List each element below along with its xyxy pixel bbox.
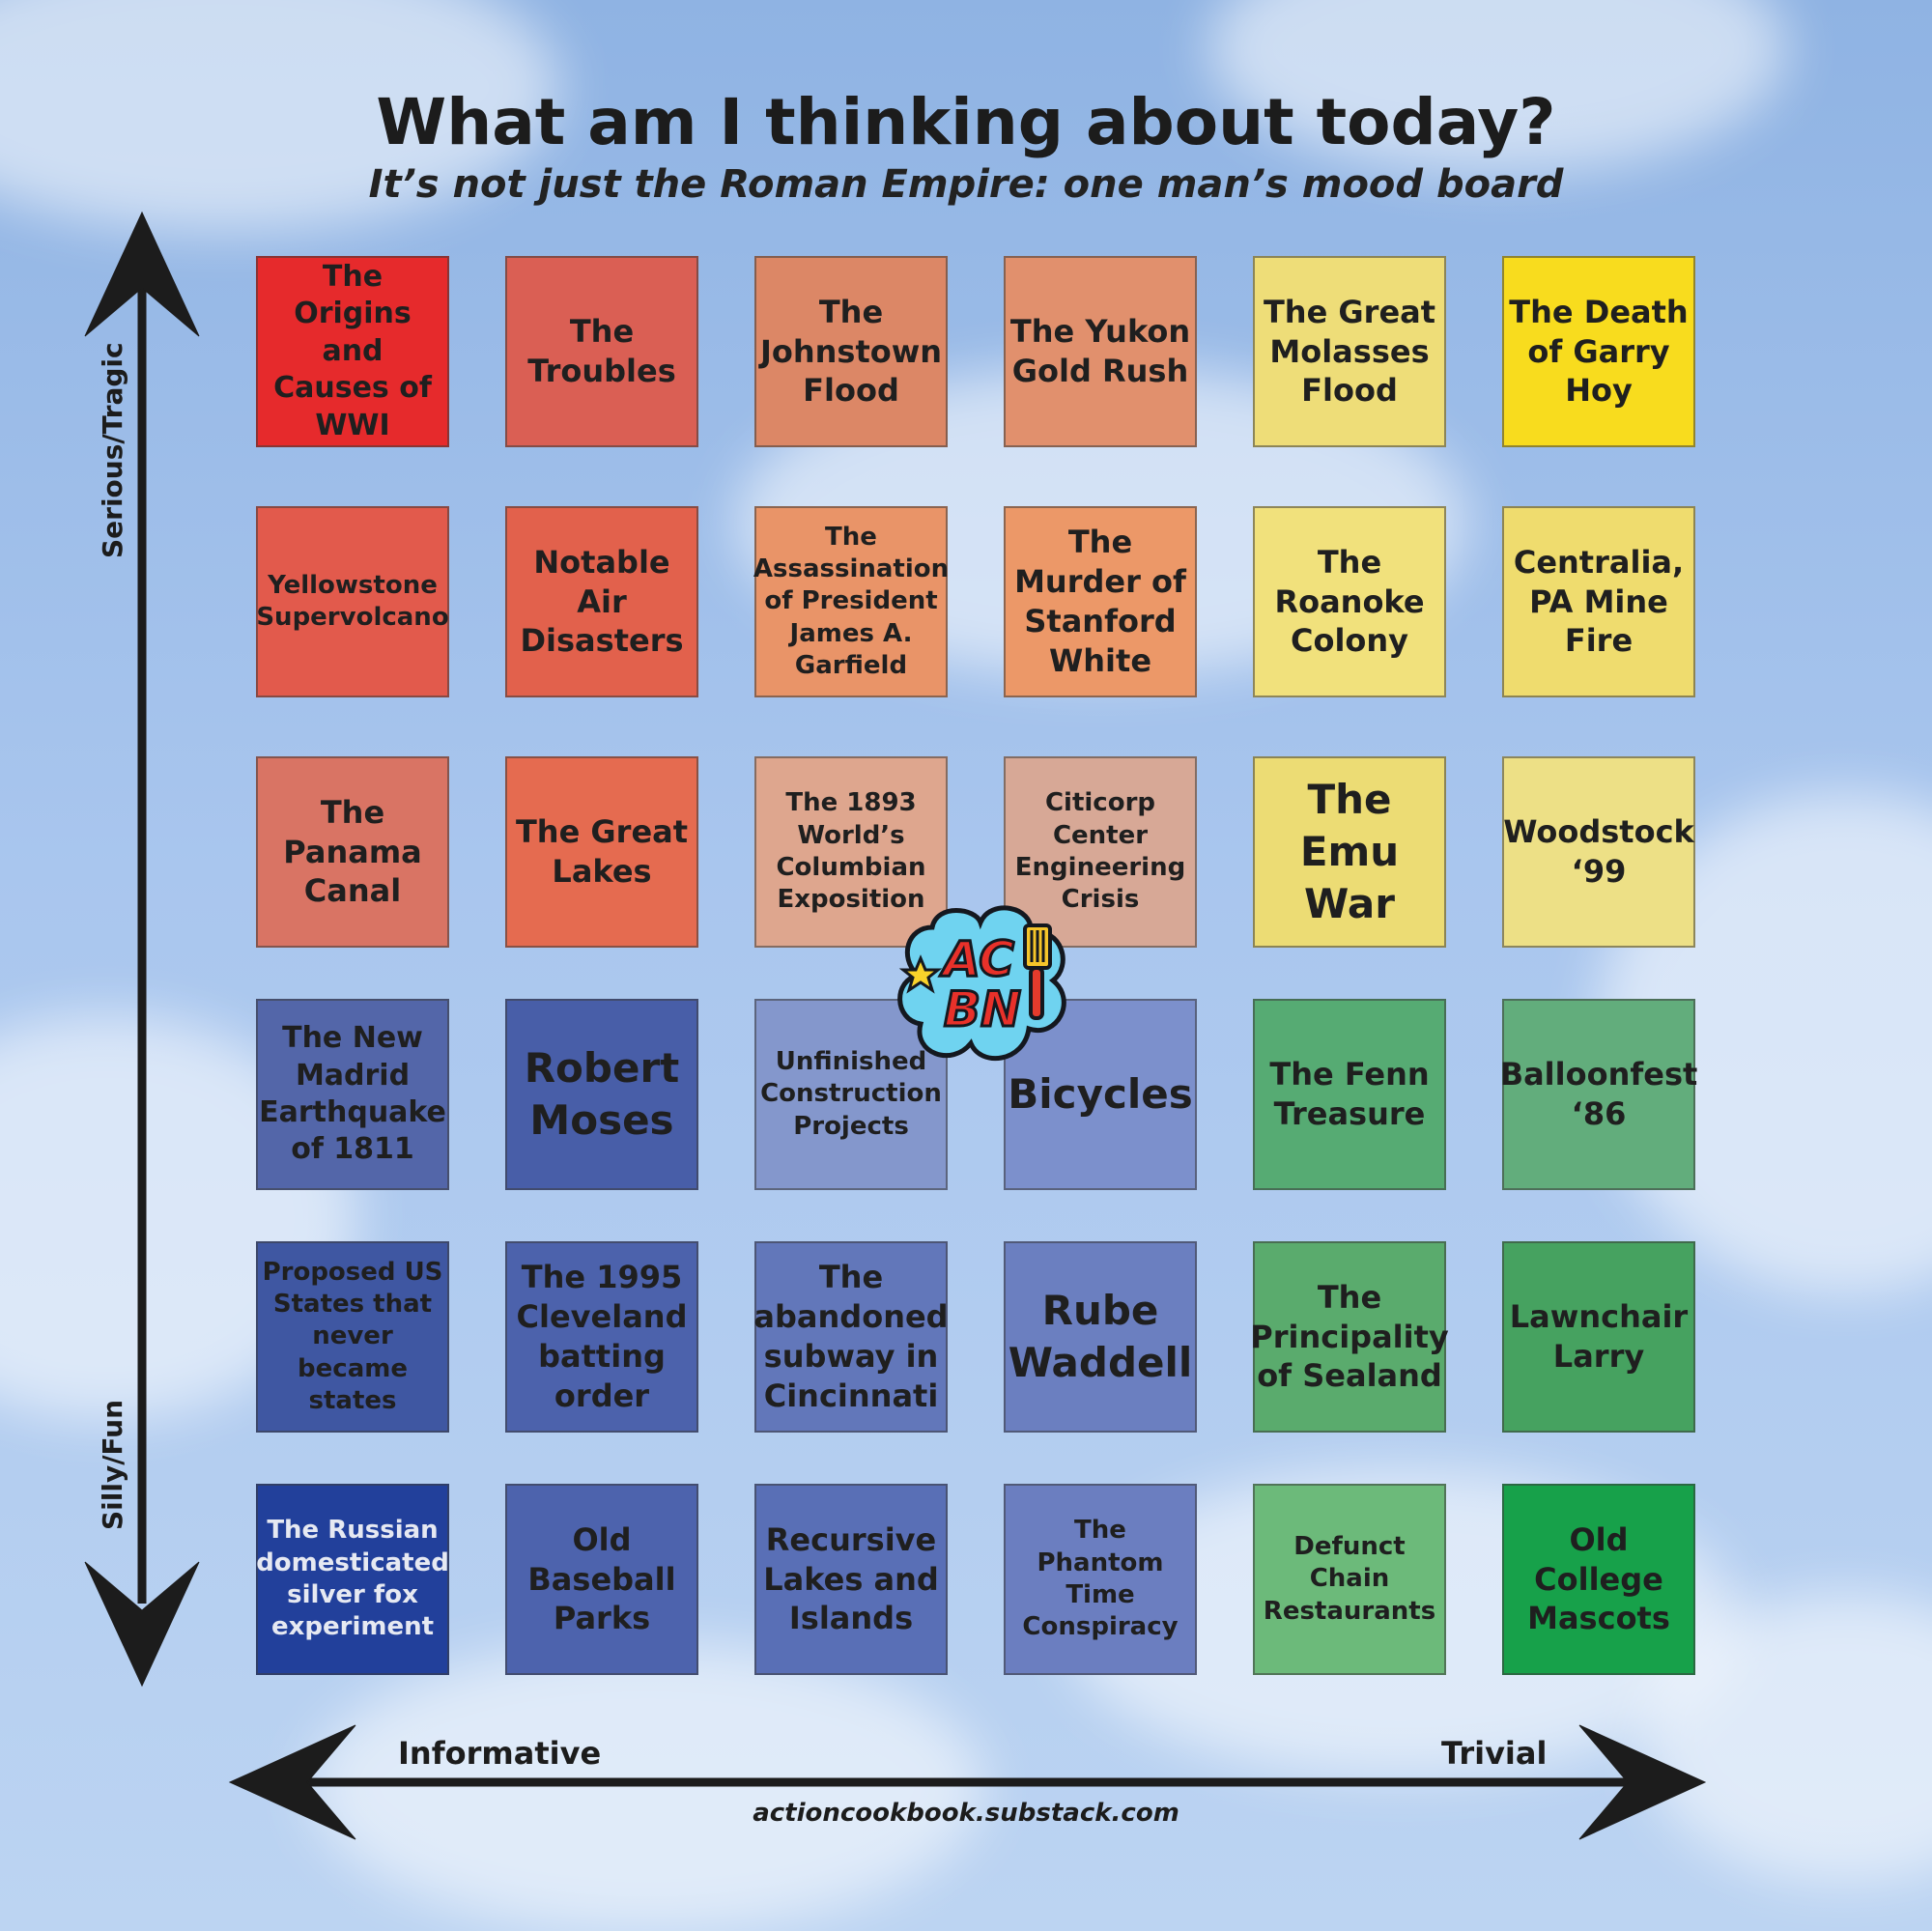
mood-tile: The New Madrid Earthquake of 1811 xyxy=(256,999,449,1190)
logo-text-line1: AC xyxy=(939,931,1014,987)
mood-tile-label: Notable Air Disasters xyxy=(520,543,684,660)
mood-tile: The Principality of Sealand xyxy=(1250,1241,1449,1433)
page-title: What am I thinking about today? xyxy=(376,85,1556,159)
arrow-left-icon xyxy=(228,1724,356,1840)
mood-tile-label: Old College Mascots xyxy=(1527,1520,1670,1637)
mood-tile-label: Unfinished Construction Projects xyxy=(760,1047,942,1141)
mood-tile-label: The Yukon Gold Rush xyxy=(1009,313,1191,389)
mood-tile: The Panama Canal xyxy=(256,756,449,948)
mood-tile-label: Woodstock ‘99 xyxy=(1503,813,1694,890)
arrow-up-icon xyxy=(84,211,200,337)
mood-tile: Bicycles xyxy=(1004,999,1197,1190)
mood-tile: The Emu War xyxy=(1253,756,1446,948)
mood-tile: The Murder of Stanford White xyxy=(1004,506,1197,697)
mood-tile-label: Citicorp Center Engineering Crisis xyxy=(1014,788,1186,915)
mood-tile-label: The abandoned subway in Cincinnati xyxy=(753,1259,949,1414)
mood-tile: Unfinished Construction Projects xyxy=(754,999,948,1190)
spatula-icon xyxy=(1023,923,1052,1020)
mood-tile-label: The 1995 Cleveland batting order xyxy=(516,1259,688,1414)
mood-tile-label: The Phantom Time Conspiracy xyxy=(1022,1516,1179,1642)
mood-tile: The Phantom Time Conspiracy xyxy=(1004,1484,1197,1675)
mood-tile-label: Robert Moses xyxy=(524,1044,680,1144)
mood-tile: The abandoned subway in Cincinnati xyxy=(753,1241,949,1433)
mood-tile: The Roanoke Colony xyxy=(1253,506,1446,697)
mood-tile-label: Defunct Chain Restaurants xyxy=(1263,1532,1436,1626)
mood-tile-label: The Roanoke Colony xyxy=(1274,543,1425,660)
mood-tile-label: The Origins and Causes of WWI xyxy=(273,260,432,442)
mood-tile-label: Old Baseball Parks xyxy=(527,1520,676,1637)
mood-tile-label: The Great Molasses Flood xyxy=(1263,293,1436,410)
mood-tile: Proposed US States that never became sta… xyxy=(256,1241,449,1433)
mood-tile-label: The Emu War xyxy=(1299,776,1400,927)
arrow-down-icon xyxy=(84,1561,200,1688)
mood-tile-label: The 1893 World’s Columbian Exposition xyxy=(776,788,926,915)
page-subtitle: It’s not just the Roman Empire: one man’… xyxy=(368,162,1564,207)
mood-tile: The 1995 Cleveland batting order xyxy=(505,1241,698,1433)
mood-tile: Notable Air Disasters xyxy=(505,506,698,697)
mood-tile-label: The Principality of Sealand xyxy=(1250,1278,1449,1395)
mood-tile: The Yukon Gold Rush xyxy=(1004,256,1197,447)
mood-tile: Lawnchair Larry xyxy=(1502,1241,1695,1433)
mood-tile-label: The Johnstown Flood xyxy=(759,293,943,410)
axis-label-serious: Serious/Tragic xyxy=(97,342,128,558)
mood-tile-label: Balloonfest ‘86 xyxy=(1499,1056,1698,1132)
axis-label-silly: Silly/Fun xyxy=(97,1399,128,1530)
footer-url: actioncookbook.substack.com xyxy=(753,1799,1179,1828)
mood-tile-label: The Fenn Treasure xyxy=(1269,1056,1430,1132)
mood-tile: Rube Waddell xyxy=(1004,1241,1197,1433)
mood-tile: Defunct Chain Restaurants xyxy=(1253,1484,1446,1675)
logo-text-line2: BN xyxy=(944,981,1021,1037)
mood-tile-label: The Great Lakes xyxy=(515,813,689,890)
mood-tile-label: The Murder of Stanford White xyxy=(1014,524,1186,679)
mood-tile: Recursive Lakes and Islands xyxy=(754,1484,948,1675)
mood-tile-label: Yellowstone Supervolcano xyxy=(256,570,449,632)
mood-tile: Citicorp Center Engineering Crisis xyxy=(1004,756,1197,948)
mood-tile-label: The Russian domesticated silver fox expe… xyxy=(256,1516,449,1642)
mood-tile: Balloonfest ‘86 xyxy=(1499,999,1698,1190)
mood-tile: The Johnstown Flood xyxy=(754,256,948,447)
mood-tile-label: Rube Waddell xyxy=(1008,1287,1193,1386)
mood-tile-label: Centralia, PA Mine Fire xyxy=(1513,543,1685,660)
mood-tile-label: Proposed US States that never became sta… xyxy=(262,1257,443,1415)
axis-label-trivial: Trivial xyxy=(1441,1735,1548,1772)
mood-tile: Old College Mascots xyxy=(1502,1484,1695,1675)
mood-tile: Yellowstone Supervolcano xyxy=(256,506,449,697)
mood-tile: Robert Moses xyxy=(505,999,698,1190)
arrow-right-icon xyxy=(1578,1724,1707,1840)
mood-tile-label: Bicycles xyxy=(1008,1070,1193,1119)
mood-tile: The Russian domesticated silver fox expe… xyxy=(256,1484,449,1675)
mood-tile-label: Lawnchair Larry xyxy=(1509,1298,1689,1375)
mood-tile: The Origins and Causes of WWI xyxy=(256,256,449,447)
mood-tile-label: Recursive Lakes and Islands xyxy=(763,1520,939,1637)
mood-tile-label: The New Madrid Earthquake of 1811 xyxy=(259,1021,446,1167)
mood-tile: The Assassination of President James A. … xyxy=(753,506,950,697)
mood-tile-label: The Assassination of President James A. … xyxy=(753,522,950,680)
mood-tile: The 1893 World’s Columbian Exposition xyxy=(754,756,948,948)
mood-tile: Woodstock ‘99 xyxy=(1502,756,1695,948)
mood-tile-label: The Panama Canal xyxy=(283,793,422,910)
mood-tile: Centralia, PA Mine Fire xyxy=(1502,506,1695,697)
mood-tile: Old Baseball Parks xyxy=(505,1484,698,1675)
mood-tile-label: The Death of Garry Hoy xyxy=(1509,293,1689,410)
mood-tile: The Great Molasses Flood xyxy=(1253,256,1446,447)
mood-tile: The Great Lakes xyxy=(505,756,698,948)
mood-tile: The Troubles xyxy=(505,256,698,447)
mood-tile: The Death of Garry Hoy xyxy=(1502,256,1695,447)
star-icon xyxy=(898,954,943,994)
axis-label-informative: Informative xyxy=(398,1735,602,1772)
mood-tile: The Fenn Treasure xyxy=(1253,999,1446,1190)
acbn-logo: AC BN xyxy=(897,905,1066,1061)
mood-tile-label: The Troubles xyxy=(527,313,676,389)
